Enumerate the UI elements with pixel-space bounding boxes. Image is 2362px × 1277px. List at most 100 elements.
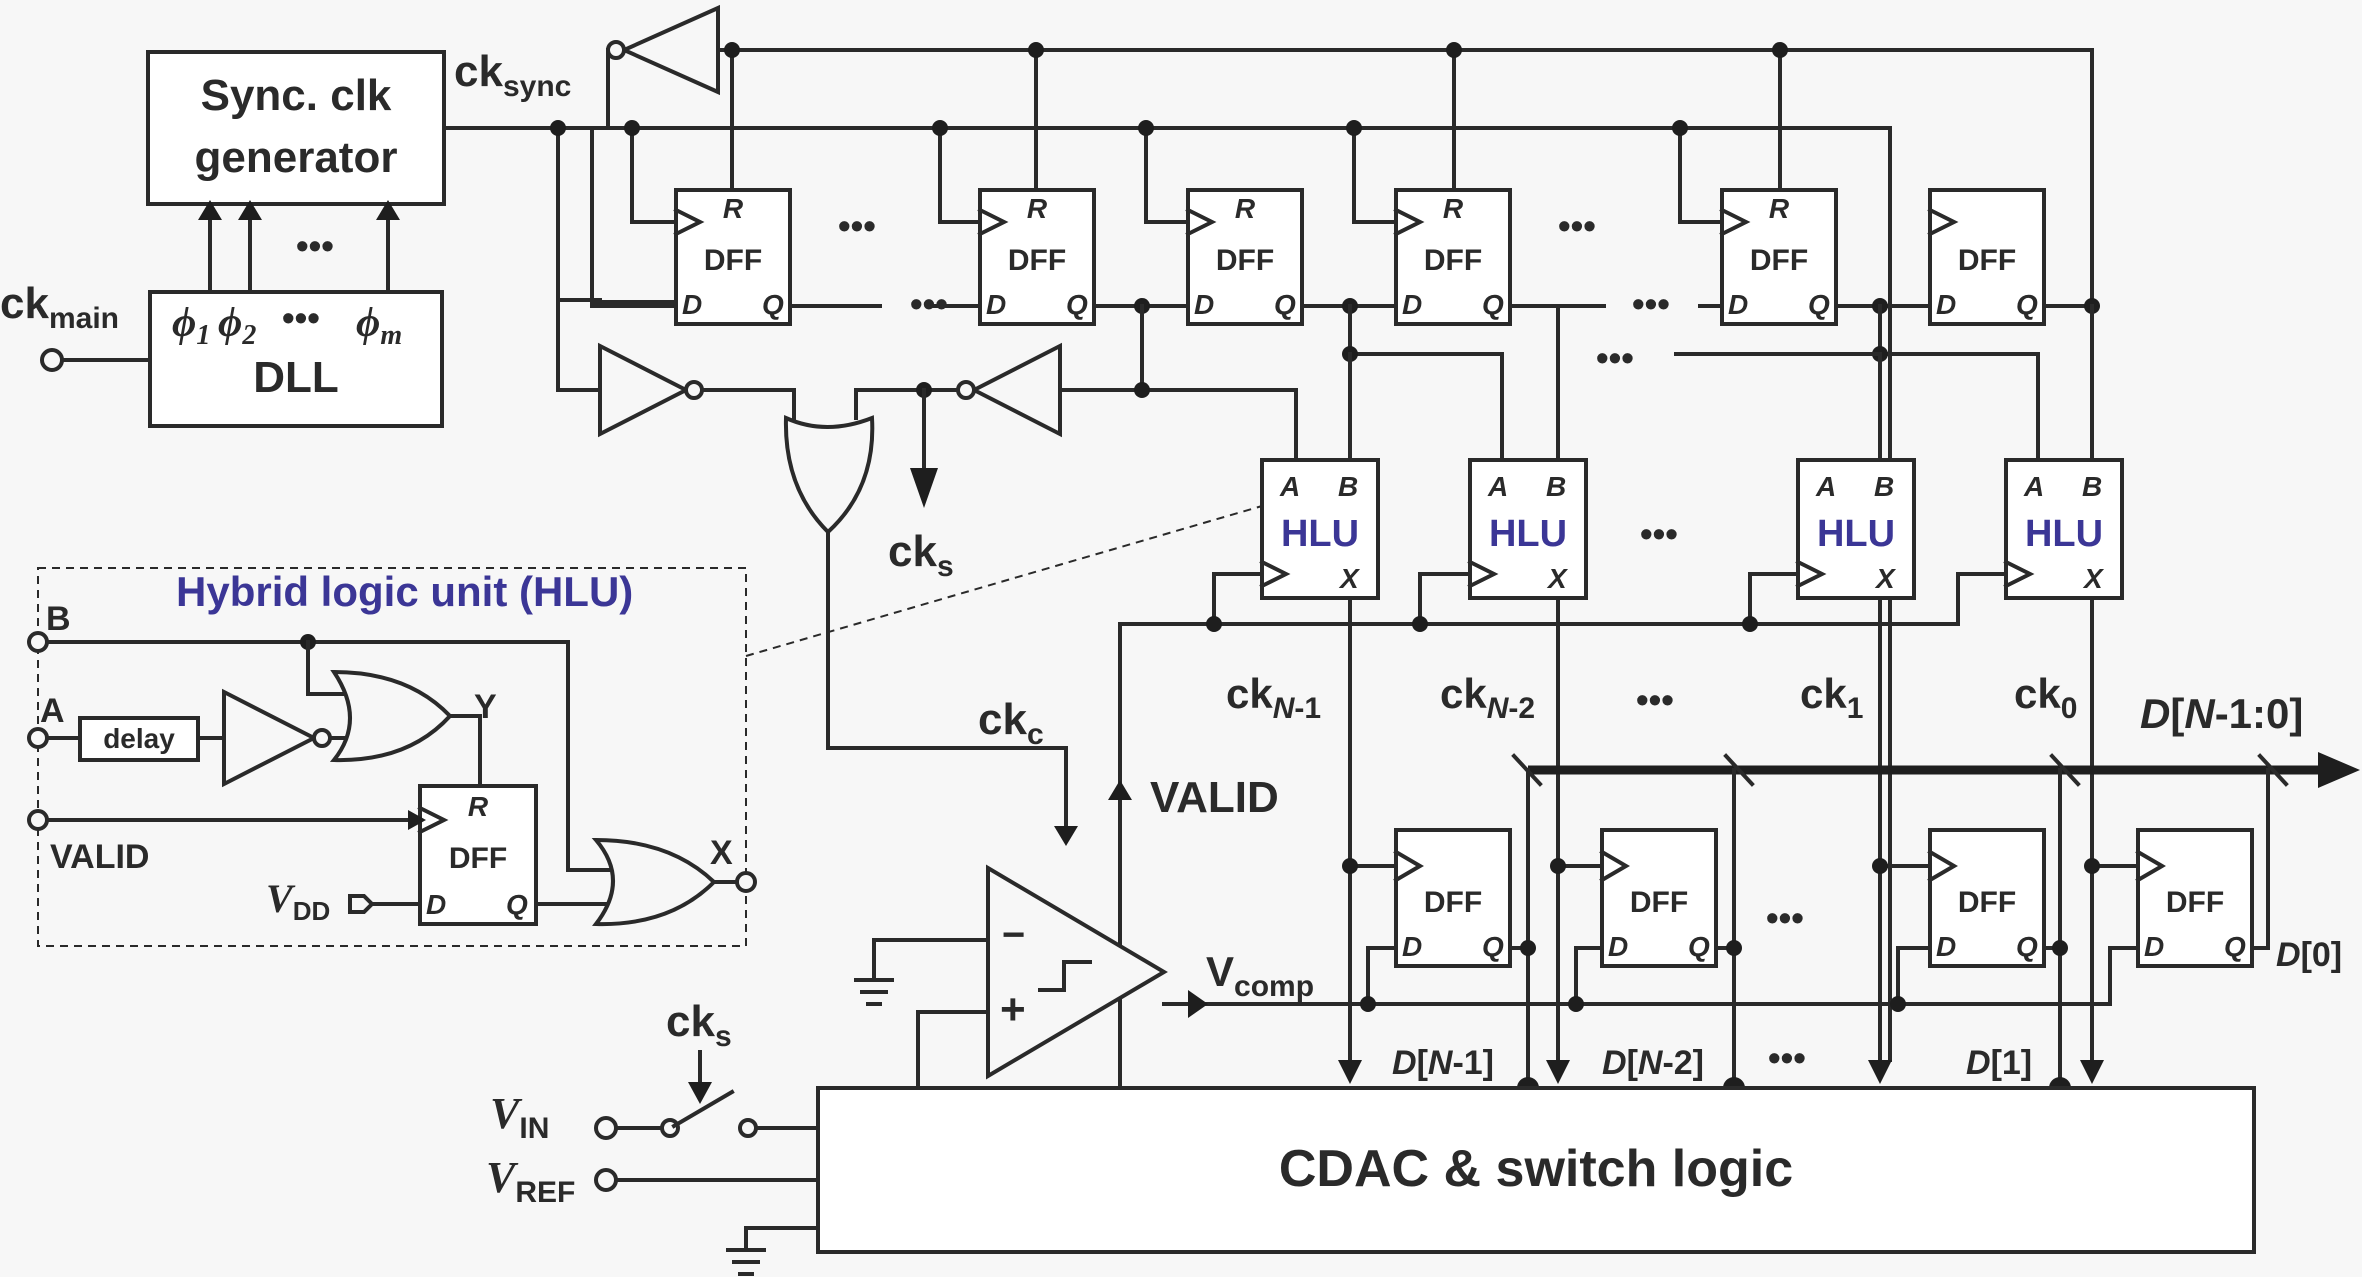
hysteresis-icon — [1038, 960, 1092, 992]
hlu-b-terminal — [27, 631, 49, 653]
cksync-label: cksync — [454, 47, 571, 103]
svg-text:DFF: DFF — [1424, 886, 1482, 919]
svg-text:Q: Q — [1482, 931, 1504, 962]
cdac-switch-logic-block — [816, 1086, 2256, 1254]
hlu-valid-terminal — [27, 809, 49, 831]
ckmain-input-terminal — [40, 348, 64, 372]
vref-terminal — [594, 1168, 618, 1192]
svg-text:DFF: DFF — [1958, 886, 2016, 919]
vin-terminal — [594, 1116, 618, 1140]
svg-text:D: D — [426, 889, 446, 920]
svg-text:DFF: DFF — [1008, 244, 1066, 277]
svg-text:DFF: DFF — [704, 244, 762, 277]
phi1-label: ϕ1 — [172, 300, 210, 351]
ck-n2-label: ckN-2 — [1440, 670, 1535, 725]
hlu-vdd-label: VDD — [266, 876, 330, 926]
phase-ellipsis: ••• — [282, 297, 320, 338]
svg-text:X: X — [1338, 563, 1361, 594]
svg-text:A: A — [1487, 471, 1508, 502]
ground-icon — [854, 978, 894, 1006]
dff-chain-ellipsis-1: ••• — [910, 283, 948, 324]
svg-text:X: X — [1874, 563, 1897, 594]
sync-clk-generator-block — [146, 50, 446, 206]
hlu-block-3: A B HLU X — [1795, 458, 1916, 600]
vcomp-label: Vcomp — [1206, 948, 1314, 1003]
svg-text:Q: Q — [1808, 289, 1830, 320]
svg-text:R: R — [1769, 193, 1790, 224]
svg-text:R: R — [1235, 193, 1256, 224]
svg-text:HLU: HLU — [1489, 513, 1567, 555]
delay-block — [78, 716, 200, 762]
phase-arrow-ellipsis: ••• — [296, 225, 334, 266]
dbus-label: D[N-1:0] — [2140, 690, 2303, 737]
d-label-ellipsis: ••• — [1768, 1037, 1806, 1078]
svg-text:Q: Q — [2016, 931, 2038, 962]
svg-text:Q: Q — [506, 889, 528, 920]
cdac-ground-icon — [726, 1248, 766, 1276]
svg-text:D: D — [1402, 931, 1422, 962]
hlu-y-label: Y — [474, 688, 497, 726]
hlu-inverter — [222, 688, 319, 788]
svg-text:HLU: HLU — [1281, 513, 1359, 555]
dll-label: DLL — [253, 353, 339, 402]
d-1-label: D[1] — [1966, 1044, 2032, 1082]
cks-label-top: cks — [888, 527, 954, 583]
svg-text:D: D — [1936, 289, 1956, 320]
phi2-label: ϕ2 — [218, 300, 256, 351]
svg-text:A: A — [1815, 471, 1836, 502]
comparator — [986, 864, 1168, 1080]
bottom-dff-4: DFF D Q — [2135, 828, 2254, 968]
hlu-valid-label: VALID — [50, 838, 149, 876]
comparator-plus: + — [1000, 985, 1026, 1034]
top-dff-ellipsis-2: ••• — [1558, 205, 1596, 246]
svg-text:X: X — [2082, 563, 2105, 594]
top-dff-5: R DFF D Q — [1719, 188, 1838, 326]
d-n2-label: D[N-2] — [1602, 1044, 1704, 1082]
svg-text:DFF: DFF — [1216, 244, 1274, 277]
svg-text:DFF: DFF — [1958, 244, 2016, 277]
svg-text:Q: Q — [1688, 931, 1710, 962]
svg-text:D: D — [1402, 289, 1422, 320]
svg-text:DFF: DFF — [1750, 244, 1808, 277]
svg-text:HLU: HLU — [2025, 513, 2103, 555]
cks-label-switch: cks — [666, 997, 732, 1053]
svg-text:A: A — [1279, 471, 1300, 502]
top-dff-1: R DFF D Q — [673, 188, 792, 326]
sync-gen-label-line1: Sync. clk — [201, 71, 392, 120]
svg-text:X: X — [1546, 563, 1569, 594]
hlu-x-label: X — [710, 834, 733, 872]
delay-label: delay — [103, 723, 175, 754]
svg-text:DFF: DFF — [2166, 886, 2224, 919]
valid-label: VALID — [1150, 773, 1279, 822]
d-n1-label: D[N-1] — [1392, 1044, 1494, 1082]
hlu-detail-frame — [37, 567, 747, 947]
top-dff-3: R DFF D Q — [1185, 188, 1304, 326]
svg-text:D: D — [2144, 931, 2164, 962]
ck-label-ellipsis: ••• — [1636, 679, 1674, 720]
bottom-dff-2: DFF D Q — [1599, 828, 1718, 968]
mid-inverter — [969, 342, 1062, 438]
cdac-label: CDAC & switch logic — [1279, 1140, 1793, 1198]
dff-chain-ellipsis-2: ••• — [1632, 283, 1670, 324]
comparator-minus: − — [1002, 913, 1025, 957]
bottom-dff-ellipsis: ••• — [1766, 897, 1804, 938]
hlu-inner-dff — [418, 784, 538, 926]
ck-0-label: ck0 — [2014, 670, 2077, 725]
svg-text:D: D — [1936, 931, 1956, 962]
svg-text:D: D — [682, 289, 702, 320]
hlu-detail-title: Hybrid logic unit (HLU) — [176, 568, 633, 615]
svg-text:D: D — [1194, 289, 1214, 320]
svg-text:D: D — [986, 289, 1006, 320]
top-dff-2: R DFF D Q — [977, 188, 1096, 326]
svg-text:Q: Q — [1482, 289, 1504, 320]
svg-text:R: R — [1443, 193, 1464, 224]
hlu-block-1: A B HLU X — [1259, 458, 1380, 600]
hlu-block-4: A B HLU X — [2003, 458, 2124, 600]
ck-1-label: ck1 — [1800, 670, 1863, 725]
top-dff-ellipsis-1: ••• — [838, 205, 876, 246]
svg-text:A: A — [2023, 471, 2044, 502]
svg-text:DFF: DFF — [449, 842, 507, 875]
bottom-dff-1: DFF D Q — [1393, 828, 1512, 968]
dll-block — [148, 290, 444, 428]
hlu-x-terminal — [735, 871, 757, 893]
